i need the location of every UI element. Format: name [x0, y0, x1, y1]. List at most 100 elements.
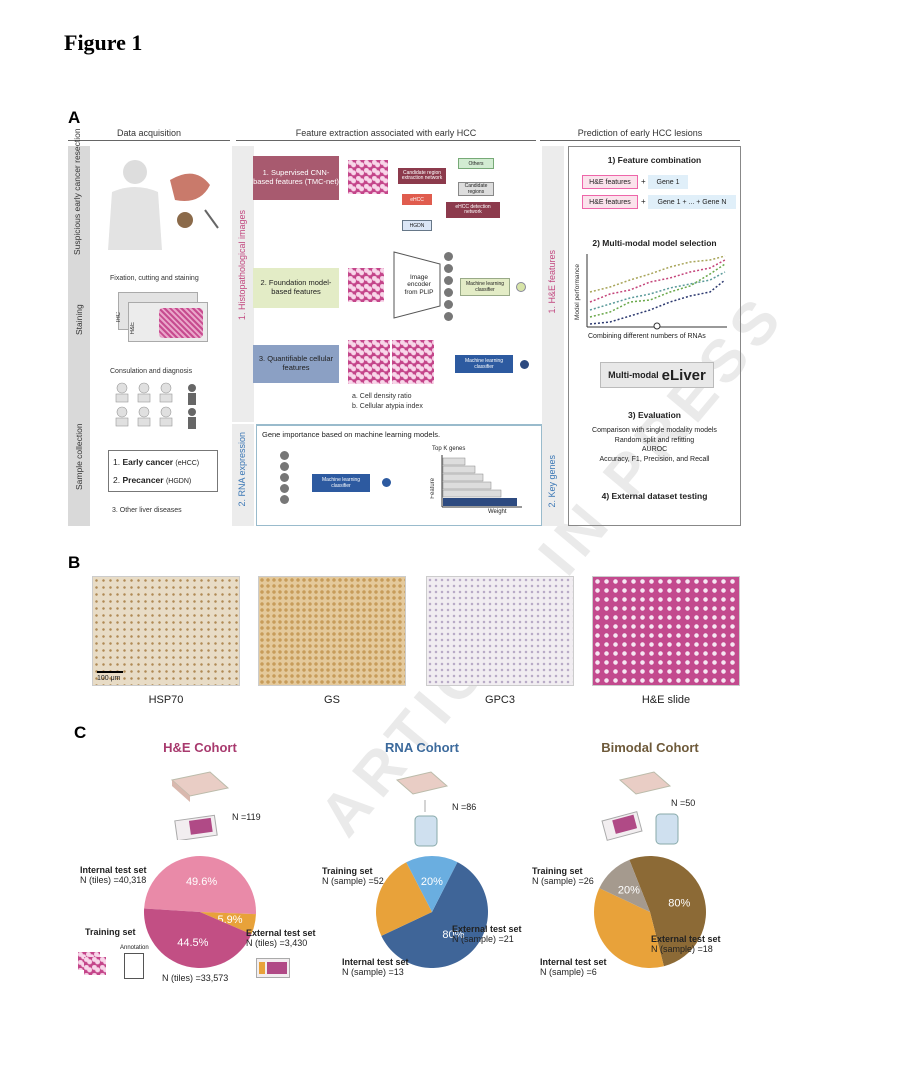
performance-ylabel: Model performance — [574, 264, 581, 320]
model-selection-chart — [586, 254, 727, 330]
cell-atypia-note: b. Cellular atypia index — [352, 403, 423, 410]
section-data-acquisition: Data acquisition — [68, 128, 230, 141]
genes-chip: Gene 1 + ... + Gene N — [648, 195, 736, 209]
pie-label-2-2: 20% — [618, 885, 640, 897]
annotation-label: Annotation — [120, 945, 149, 951]
he-slide — [128, 302, 208, 342]
gene1-chip: Gene 1 — [648, 175, 688, 189]
hgdn-box: HGDN — [402, 220, 432, 231]
he-training-n: N (tiles) =33,573 — [162, 973, 229, 983]
consult-text: Consulation and diagnosis — [110, 368, 193, 375]
cell-density-note: a. Cell density ratio — [352, 393, 412, 400]
left-sidebar — [68, 146, 90, 526]
pre-paren: (HGDN) — [165, 478, 192, 485]
rna-cohort-tube-icon — [395, 771, 449, 847]
patient-liver-illustration — [108, 160, 219, 250]
step1-title: 1) Feature combination — [607, 155, 702, 165]
panel-label-b: B — [68, 553, 81, 572]
eliver-name: eLiver — [661, 366, 706, 384]
he-features-sidebar: 1. H&E features — [547, 250, 557, 314]
caption-he: H&E slide — [641, 694, 691, 706]
topk-label: Top K genes — [432, 446, 466, 452]
feature1-box: 1. Supervised CNN-based features (TMC-ne… — [253, 156, 339, 200]
encoder-text: Image encoder from PLIP — [404, 273, 434, 296]
caption-gpc3: GPC3 — [485, 694, 515, 706]
bimodal-cohort-pie: 80%20% — [594, 856, 706, 968]
rna-cohort-pie: 80% 20% — [376, 856, 488, 968]
fixation-text: Fixation, cutting and staining — [110, 275, 199, 282]
candidate-regions-box: Candidate regions — [458, 182, 494, 196]
eval-line-2: Random split and refitting — [614, 436, 695, 444]
tile-stack-icon — [78, 952, 110, 978]
annotation-icon — [124, 953, 144, 979]
diagnosis-box: 1. Early cancer (eHCC) 2. Precancer (HGD… — [108, 450, 218, 492]
mid-sidebar-bottom — [232, 424, 254, 526]
rna-cohort-n: N =86 — [452, 802, 477, 812]
he-training-label: Training set — [85, 927, 136, 937]
feature3-tile-a — [348, 340, 390, 384]
gs-image — [258, 576, 406, 686]
ml-classifier-2: Machine learning classifier — [460, 278, 510, 296]
pre-num: 2. — [113, 475, 121, 485]
he-cohort-slide-icon — [170, 771, 230, 840]
feature3-tile-b — [392, 340, 434, 384]
he-features-chip-1: H&E features — [582, 175, 638, 189]
figure-title: Figure 1 — [64, 30, 143, 55]
pie-slice-0-0 — [144, 855, 256, 915]
external-slide-icon — [256, 958, 290, 978]
precancer-label: Precancer — [122, 475, 164, 485]
pie-slice-1-0 — [381, 862, 488, 968]
eliver-prefix: Multi-modal — [608, 370, 659, 380]
pie-label-1-2: 20% — [421, 876, 443, 888]
pie-slice-1-1 — [376, 862, 432, 936]
eval-lines: Comparison with single modality models R… — [568, 426, 741, 464]
pie-label-1-0: 80% — [442, 929, 464, 941]
step3-title: 3) Evaluation — [628, 410, 681, 420]
key-genes-sidebar: 2. Key genes — [547, 455, 557, 508]
feature3-box: 3. Quantifiable cellular features — [253, 345, 339, 383]
weight-axis-label: Weight — [488, 509, 507, 515]
section-prediction: Prediction of early HCC lesions — [540, 128, 740, 141]
gpc3-image — [426, 576, 574, 686]
rna-section — [256, 424, 542, 526]
ehcc-box: eHCC — [402, 194, 432, 205]
pie-label-0-2: 44.5% — [177, 937, 208, 949]
hsp70-image: 100 μm — [92, 576, 240, 686]
right-sidebar — [542, 146, 564, 526]
panel-label-c: C — [74, 723, 87, 742]
sidebar-label-staining: Staining — [74, 304, 84, 335]
gene-weight-bar-chart — [441, 455, 522, 508]
pie-slice-0-1 — [200, 912, 256, 935]
panel-label-a: A — [68, 108, 81, 127]
rna-dots — [280, 451, 289, 504]
eval-line-3: AUROC — [641, 446, 668, 453]
bimodal-cohort-n: N =50 — [671, 798, 696, 808]
feature2-box: 2. Foundation model-based features — [253, 268, 339, 308]
he-label: H&E — [130, 322, 136, 335]
ihc-label: IHC — [116, 312, 122, 323]
he-features-chip-2: H&E features — [582, 195, 638, 209]
step4-title: 4) External dataset testing — [601, 491, 708, 501]
he-slide-image — [592, 576, 740, 686]
eval-line-1: Comparison with single modality models — [592, 427, 717, 434]
feature1-tile — [348, 160, 388, 194]
ml-classifier-3: Machine learning classifier — [455, 355, 513, 373]
mid-sidebar-top — [232, 146, 254, 422]
pie-slice-2-0 — [629, 856, 706, 967]
section-feature-extraction: Feature extraction associated with early… — [236, 128, 536, 141]
prediction-box — [568, 146, 741, 526]
candidate-network: Candidate region extraction network — [398, 168, 446, 184]
other-diseases-text: 3. Other liver diseases — [112, 507, 182, 514]
ehcc-network: eHCC detection network — [446, 202, 500, 218]
rna-label: 2. RNA expression — [237, 432, 247, 507]
caption-gs: GS — [324, 694, 340, 706]
pie-label-0-0: 49.6% — [186, 876, 217, 888]
sidebar-label-resection: Suspicious early cancer resection — [72, 128, 82, 255]
pie-slice-2-1 — [594, 888, 664, 968]
encoder-shape — [393, 251, 441, 319]
